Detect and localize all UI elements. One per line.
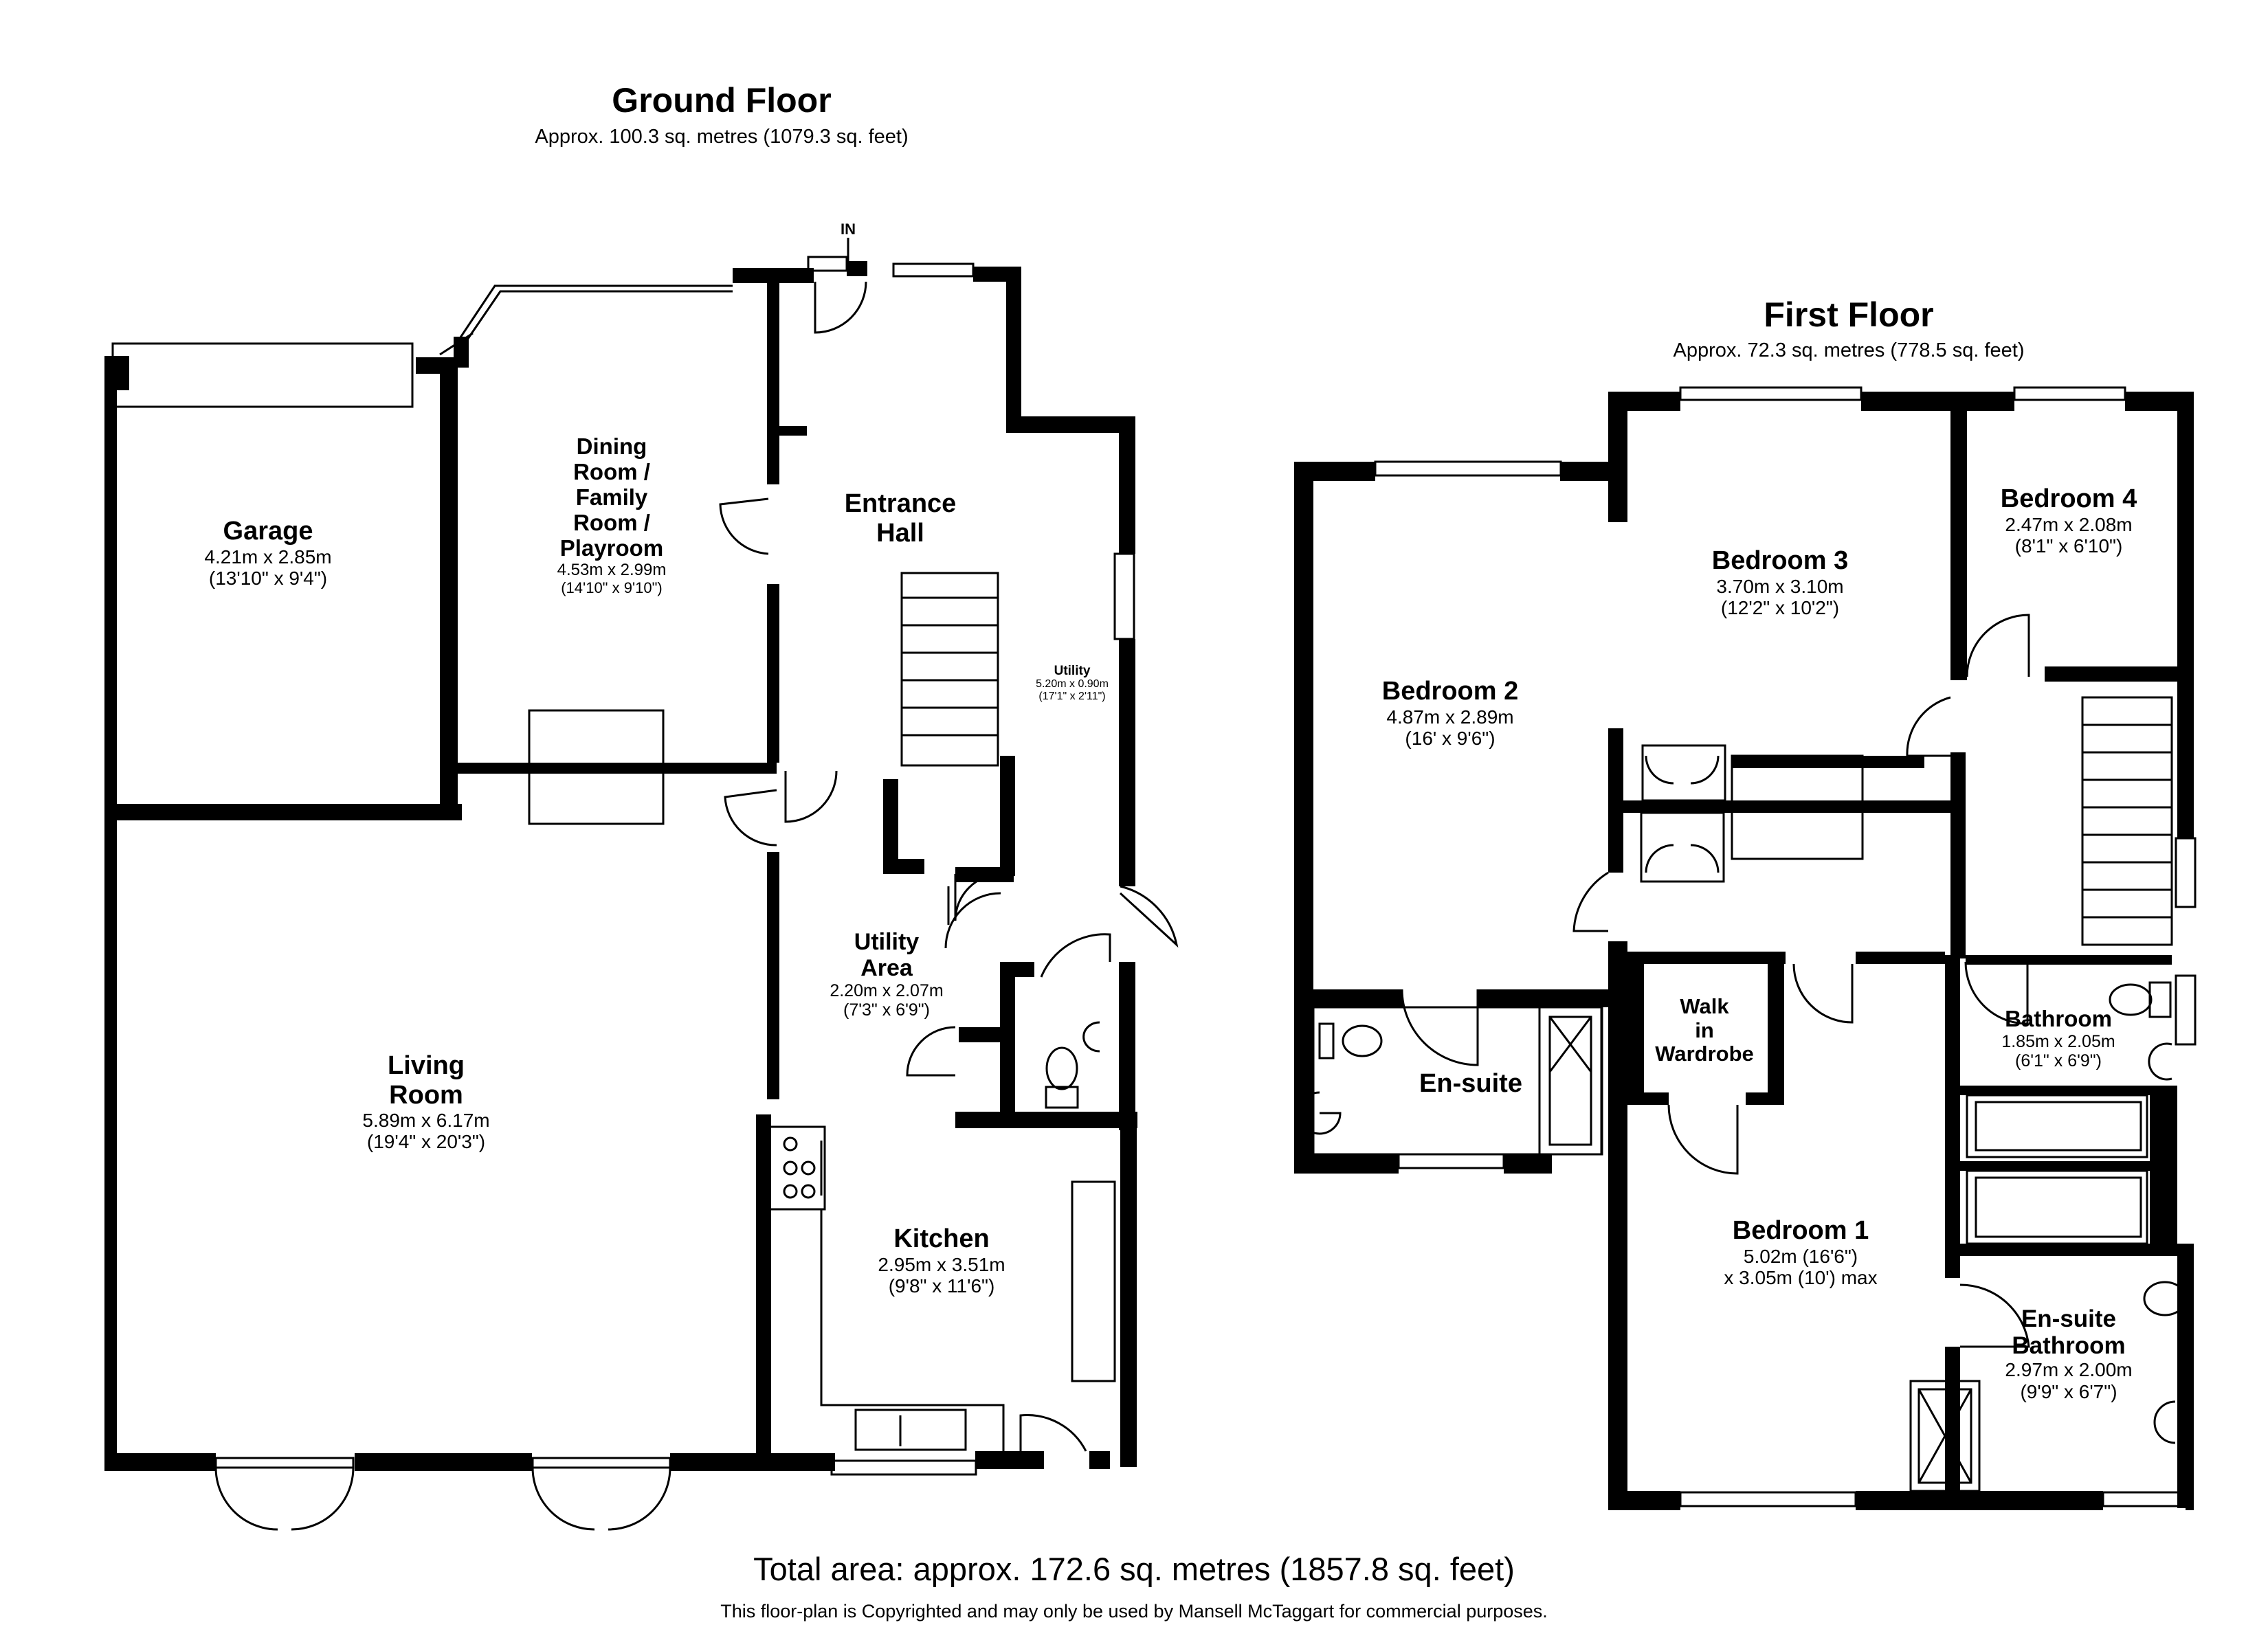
garage-metric: 4.21m x 2.85m: [204, 546, 332, 568]
first-floor-area: Approx. 72.3 sq. metres (778.5 sq. feet): [1673, 339, 2025, 361]
bathroom-metric: 1.85m x 2.05m: [2001, 1031, 2115, 1051]
garage-label: Garage 4.21m x 2.85m (13'10" x 9'4"): [131, 517, 405, 589]
bedroom1-name: Bedroom 1: [1732, 1216, 1869, 1245]
utility-area-name-l2: Area: [860, 955, 913, 982]
dining-name-l2: Room /: [573, 458, 650, 484]
bathroom-name: Bathroom: [2005, 1006, 2112, 1031]
entrance-hall-label: Entrance Hall: [825, 489, 976, 548]
first-floor-thin-lines: [1298, 386, 2197, 1507]
total-area: Total area: approx. 172.6 sq. metres (18…: [753, 1551, 1515, 1587]
copyright-notice: This floor-plan is Copyrighted and may o…: [720, 1601, 1548, 1622]
ensuite-bath-metric: 2.97m x 2.00m: [2005, 1359, 2133, 1381]
ensuite-bath-imperial: (9'9" x 6'7"): [2020, 1380, 2117, 1402]
dining-name-l3: Family: [575, 484, 648, 510]
utility-area-metric: 2.20m x 2.07m: [830, 981, 944, 1001]
bedroom3-label: Bedroom 3 3.70m x 3.10m (12'2" x 10'2"): [1677, 546, 1883, 618]
walkin-wardrobe-label: Walk in Wardrobe: [1639, 994, 1770, 1066]
utility-area-imperial: (7'3" x 6'9"): [843, 1000, 930, 1020]
dining-name-l4: Room /: [573, 509, 650, 535]
bedroom1-metric2: x 3.05m (10') max: [1724, 1266, 1878, 1288]
living-imperial: (19'4" x 20'3"): [366, 1131, 486, 1153]
bedroom2-imperial: (16' x 9'6"): [1405, 727, 1496, 749]
living-room-label: Living Room 5.89m x 6.17m (19'4" x 20'3"…: [289, 1051, 564, 1153]
bedroom2-label: Bedroom 2 4.87m x 2.89m (16' x 9'6"): [1347, 677, 1553, 749]
bedroom1-metric: 5.02m (16'6"): [1743, 1245, 1858, 1267]
ground-floor-area: Approx. 100.3 sq. metres (1079.3 sq. fee…: [535, 126, 909, 148]
dining-imperial: (14'10" x 9'10"): [561, 579, 663, 596]
kitchen-metric: 2.95m x 3.51m: [878, 1253, 1005, 1275]
bathroom-imperial: (6'1" x 6'9"): [2015, 1051, 2102, 1070]
ensuite-bath-name-l2: Bathroom: [2012, 1332, 2126, 1360]
living-metric: 5.89m x 6.17m: [362, 1110, 490, 1132]
garage-imperial: (13'10" x 9'4"): [208, 567, 328, 589]
bedroom2-metric: 4.87m x 2.89m: [1386, 706, 1514, 728]
ground-floor-title: Ground Floor: [612, 81, 832, 120]
utility-area-label: Utility Area 2.20m x 2.07m (7'3" x 6'9"): [797, 929, 976, 1020]
dining-name-l5: Playroom: [559, 535, 664, 561]
ensuite-bathroom-label: En-suite Bathroom 2.97m x 2.00m (9'9" x …: [1979, 1305, 2158, 1402]
living-name-l2: Room: [389, 1080, 463, 1110]
walkin-name-l1: Walk: [1680, 994, 1729, 1018]
utility-imperial: (17'1" x 2'11"): [1038, 691, 1106, 703]
dining-metric: 4.53m x 2.99m: [557, 560, 667, 579]
first-floor-title: First Floor: [1764, 295, 1934, 334]
entrance-name-l2: Hall: [876, 518, 924, 548]
living-name-l1: Living: [388, 1051, 465, 1080]
ensuite-bath-name-l1: En-suite: [2021, 1305, 2117, 1332]
utility-metric: 5.20m x 0.90m: [1036, 678, 1109, 691]
bedroom3-name: Bedroom 3: [1711, 546, 1849, 575]
dining-name-l1: Dining: [576, 434, 647, 459]
dining-room-label: Dining Room / Family Room / Playroom 4.5…: [502, 434, 722, 596]
bedroom4-name: Bedroom 4: [2000, 484, 2137, 513]
bedroom3-imperial: (12'2" x 10'2"): [1720, 596, 1840, 618]
kitchen-name: Kitchen: [893, 1224, 990, 1253]
utility-label: Utility 5.20m x 0.90m (17'1" x 2'11"): [1024, 664, 1120, 703]
bedroom3-metric: 3.70m x 3.10m: [1716, 575, 1844, 597]
bedroom2-name: Bedroom 2: [1381, 677, 1519, 706]
utility-name: Utility: [1054, 664, 1091, 678]
entry-marker: IN: [841, 221, 856, 238]
bedroom1-label: Bedroom 1 5.02m (16'6") x 3.05m (10') ma…: [1663, 1216, 1938, 1288]
ground-floor-thin-lines: [111, 238, 1179, 1531]
kitchen-label: Kitchen 2.95m x 3.51m (9'8" x 11'6"): [832, 1224, 1052, 1297]
first-floor-walls: [1294, 392, 2194, 1510]
ensuite-label: En-suite: [1402, 1069, 1539, 1099]
kitchen-imperial: (9'8" x 11'6"): [888, 1275, 995, 1297]
bedroom4-label: Bedroom 4 2.47m x 2.08m (8'1" x 6'10"): [1972, 484, 2165, 557]
ground-floor-walls: [104, 261, 1137, 1471]
ensuite-name: En-suite: [1419, 1069, 1522, 1098]
garage-name: Garage: [223, 517, 313, 546]
utility-area-name-l1: Utility: [854, 929, 920, 955]
bathroom-label: Bathroom 1.85m x 2.05m (6'1" x 6'9"): [1972, 1006, 2144, 1070]
bedroom4-imperial: (8'1" x 6'10"): [2014, 535, 2123, 557]
walkin-name-l3: Wardrobe: [1655, 1042, 1754, 1066]
entrance-name-l1: Entrance: [844, 489, 957, 518]
walkin-name-l2: in: [1695, 1018, 1714, 1042]
bedroom4-metric: 2.47m x 2.08m: [2005, 513, 2133, 535]
